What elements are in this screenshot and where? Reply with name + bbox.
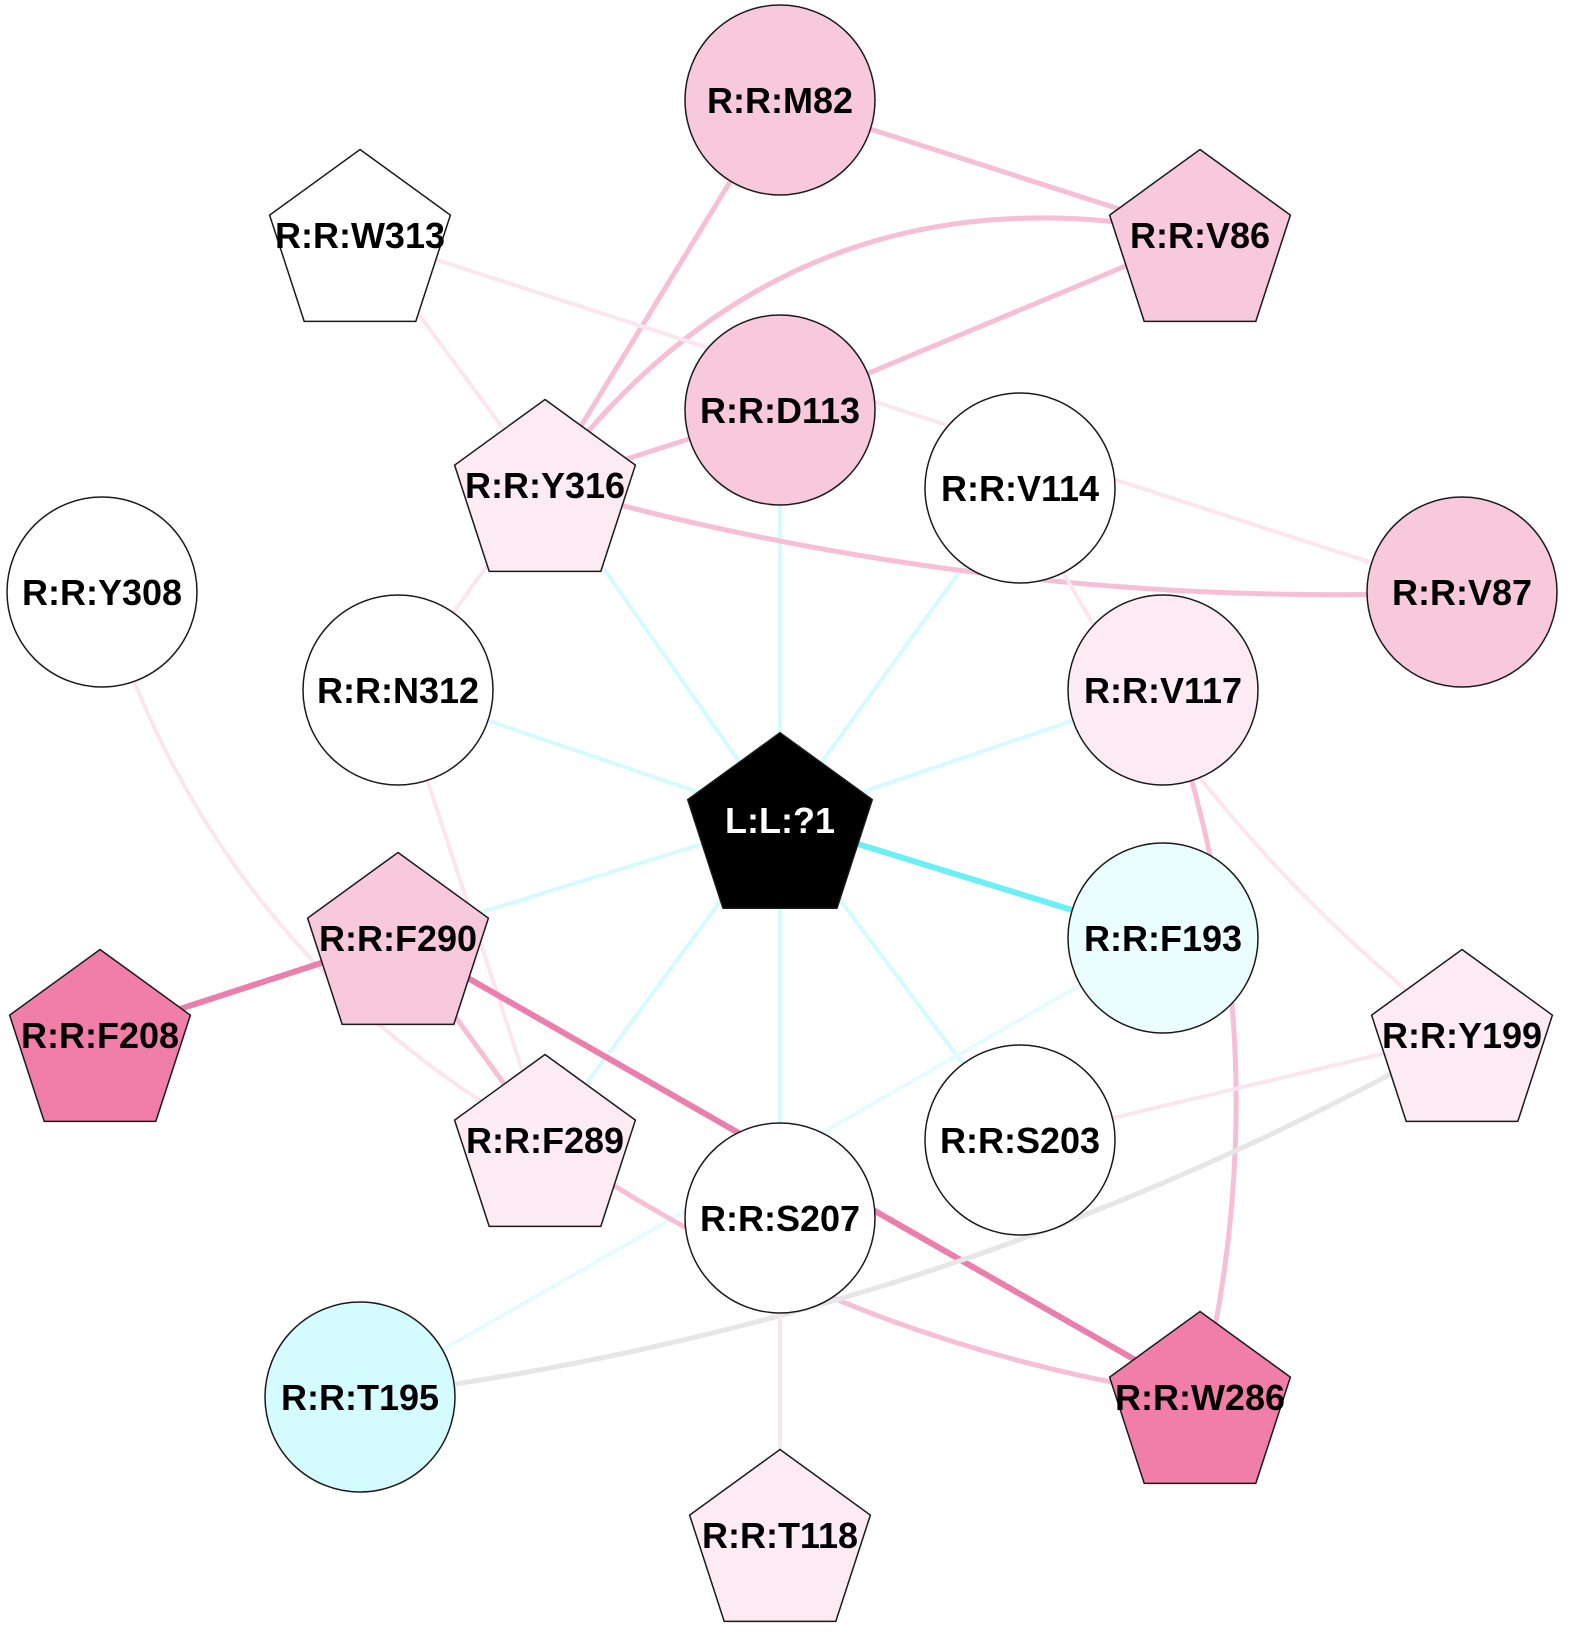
node-w286-label: R:R:W286 — [1115, 1377, 1285, 1418]
node-n312-label: R:R:N312 — [317, 670, 479, 711]
node-v86-pentagon — [1108, 148, 1292, 323]
node-l1-label: L:L:?1 — [725, 800, 835, 841]
node-n312-circle — [302, 594, 494, 786]
node-d113-circle — [684, 314, 876, 506]
node-f289-label: R:R:F289 — [466, 1120, 624, 1161]
node-y316-pentagon — [453, 398, 637, 573]
node-w313-label: R:R:W313 — [275, 215, 445, 256]
node-t195-circle — [264, 1301, 456, 1493]
node-v87[interactable]: R:R:V87 — [1366, 496, 1558, 688]
node-m82-label: R:R:M82 — [707, 80, 853, 121]
node-f290-label: R:R:F290 — [319, 918, 477, 959]
node-d113-label: R:R:D113 — [700, 390, 860, 431]
edge-y308-f289 — [100, 590, 547, 1142]
node-l1-pentagon — [686, 731, 874, 909]
node-f289-pentagon — [453, 1053, 637, 1228]
node-s203-label: R:R:S203 — [940, 1120, 1100, 1161]
node-y308-circle — [6, 496, 198, 688]
node-y316-label: R:R:Y316 — [465, 465, 625, 506]
node-t118-label: R:R:T118 — [702, 1515, 858, 1556]
edge-w313-v87 — [358, 233, 1464, 594]
node-f193[interactable]: R:R:F193 — [1067, 842, 1259, 1034]
node-w286-pentagon — [1108, 1310, 1292, 1485]
node-t195-label: R:R:T195 — [281, 1377, 439, 1418]
node-y308-label: R:R:Y308 — [22, 572, 182, 613]
edge-v86-y316 — [542, 215, 1203, 488]
node-n312[interactable]: R:R:N312 — [302, 594, 494, 786]
node-y199-pentagon — [1370, 948, 1554, 1123]
node-s203[interactable]: R:R:S203 — [924, 1044, 1116, 1236]
node-v87-label: R:R:V87 — [1392, 572, 1532, 613]
node-f289[interactable]: R:R:F289 — [453, 1053, 637, 1228]
node-f208-label: R:R:F208 — [21, 1015, 179, 1056]
node-d113[interactable]: R:R:D113 — [684, 314, 876, 506]
node-v86[interactable]: R:R:V86 — [1108, 148, 1292, 323]
edge-y199-t195 — [357, 1032, 1465, 1400]
edge-v114-y199 — [1018, 486, 1464, 1037]
node-s207-circle — [684, 1122, 876, 1314]
edge-f289-w286 — [542, 1137, 1203, 1400]
node-v117[interactable]: R:R:V117 — [1067, 594, 1259, 786]
node-l1[interactable]: L:L:?1 — [686, 731, 874, 909]
node-v86-label: R:R:V86 — [1130, 215, 1270, 256]
node-v114[interactable]: R:R:V114 — [924, 392, 1116, 584]
node-t118[interactable]: R:R:T118 — [688, 1448, 872, 1623]
node-m82-circle — [684, 4, 876, 196]
edge-v117-w286 — [1160, 687, 1239, 1400]
node-s207-label: R:R:S207 — [700, 1198, 860, 1239]
node-m82[interactable]: R:R:M82 — [684, 4, 876, 196]
node-f290[interactable]: R:R:F290 — [306, 851, 490, 1026]
node-v117-circle — [1067, 594, 1259, 786]
node-f290-pentagon — [306, 851, 490, 1026]
node-f208[interactable]: R:R:F208 — [8, 948, 192, 1123]
node-y199-label: R:R:Y199 — [1382, 1015, 1542, 1056]
node-f193-circle — [1067, 842, 1259, 1034]
node-v87-circle — [1366, 496, 1558, 688]
node-y199[interactable]: R:R:Y199 — [1370, 948, 1554, 1123]
node-w286[interactable]: R:R:W286 — [1108, 1310, 1292, 1485]
node-t118-pentagon — [688, 1448, 872, 1623]
node-y316[interactable]: R:R:Y316 — [453, 398, 637, 573]
node-f193-label: R:R:F193 — [1084, 918, 1242, 959]
node-w313-pentagon — [268, 148, 452, 323]
node-v114-label: R:R:V114 — [941, 468, 1099, 509]
node-v117-label: R:R:V117 — [1084, 670, 1242, 711]
node-y308[interactable]: R:R:Y308 — [6, 496, 198, 688]
node-w313[interactable]: R:R:W313 — [268, 148, 452, 323]
node-f208-pentagon — [8, 948, 192, 1123]
node-v114-circle — [924, 392, 1116, 584]
node-s207[interactable]: R:R:S207 — [684, 1122, 876, 1314]
node-t195[interactable]: R:R:T195 — [264, 1301, 456, 1493]
node-s203-circle — [924, 1044, 1116, 1236]
